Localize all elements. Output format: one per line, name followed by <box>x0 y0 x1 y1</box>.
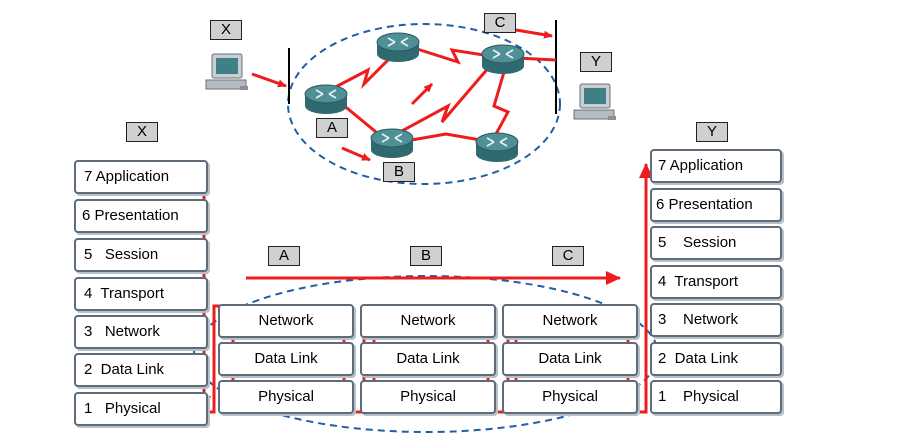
host-x-layer: 4 Transport <box>74 277 208 311</box>
router-a-layer: Physical <box>218 380 354 414</box>
router-right-icon <box>475 132 519 162</box>
topology-label-x: X <box>210 20 242 40</box>
router-a-icon <box>304 84 348 114</box>
router-b-icon <box>370 128 414 158</box>
topology-label-c: C <box>484 13 516 33</box>
host-x-stack-title: X <box>126 122 158 142</box>
host-y-layer: 1 Physical <box>650 380 782 414</box>
computer-y-icon <box>573 83 616 120</box>
host-x-layer: 6 Presentation <box>74 199 208 233</box>
network-cloud-dashed-ellipse <box>287 23 561 185</box>
host-y-stack-title: Y <box>696 122 728 142</box>
host-y-layer: 3 Network <box>650 303 782 337</box>
router-c-layer: Physical <box>502 380 638 414</box>
router-c-stack-title: C <box>552 246 584 266</box>
routers <box>304 32 525 162</box>
router-b-layer: Physical <box>360 380 496 414</box>
topology-label-a: A <box>316 118 348 138</box>
router-b-layer: Data Link <box>360 342 496 376</box>
host-x-layer: 7 Application <box>74 160 208 194</box>
topology-label-b: B <box>383 162 415 182</box>
host-y-layer: 4 Transport <box>650 265 782 299</box>
router-b-stack-title: B <box>410 246 442 266</box>
router-b-layer: Network <box>360 304 496 338</box>
router-a-layer: Network <box>218 304 354 338</box>
host-y-layer: 2 Data Link <box>650 342 782 376</box>
network-links <box>325 46 557 144</box>
router-top-icon <box>376 32 420 62</box>
router-c-icon <box>481 44 525 74</box>
host-x-layer: 5 Session <box>74 238 208 272</box>
computer-x-icon <box>205 53 248 90</box>
network-topology <box>205 20 616 185</box>
host-y-layer: 5 Session <box>650 226 782 260</box>
router-c-layer: Network <box>502 304 638 338</box>
topology-label-y: Y <box>580 52 612 72</box>
host-y-layer: 6 Presentation <box>650 188 782 222</box>
host-y-layer: 7 Application <box>650 149 782 183</box>
router-a-layer: Data Link <box>218 342 354 376</box>
router-c-layer: Data Link <box>502 342 638 376</box>
host-x-layer: 3 Network <box>74 315 208 349</box>
host-x-layer: 2 Data Link <box>74 353 208 387</box>
host-x-layer: 1 Physical <box>74 392 208 426</box>
packet-arrows <box>251 28 553 162</box>
router-a-stack-title: A <box>268 246 300 266</box>
